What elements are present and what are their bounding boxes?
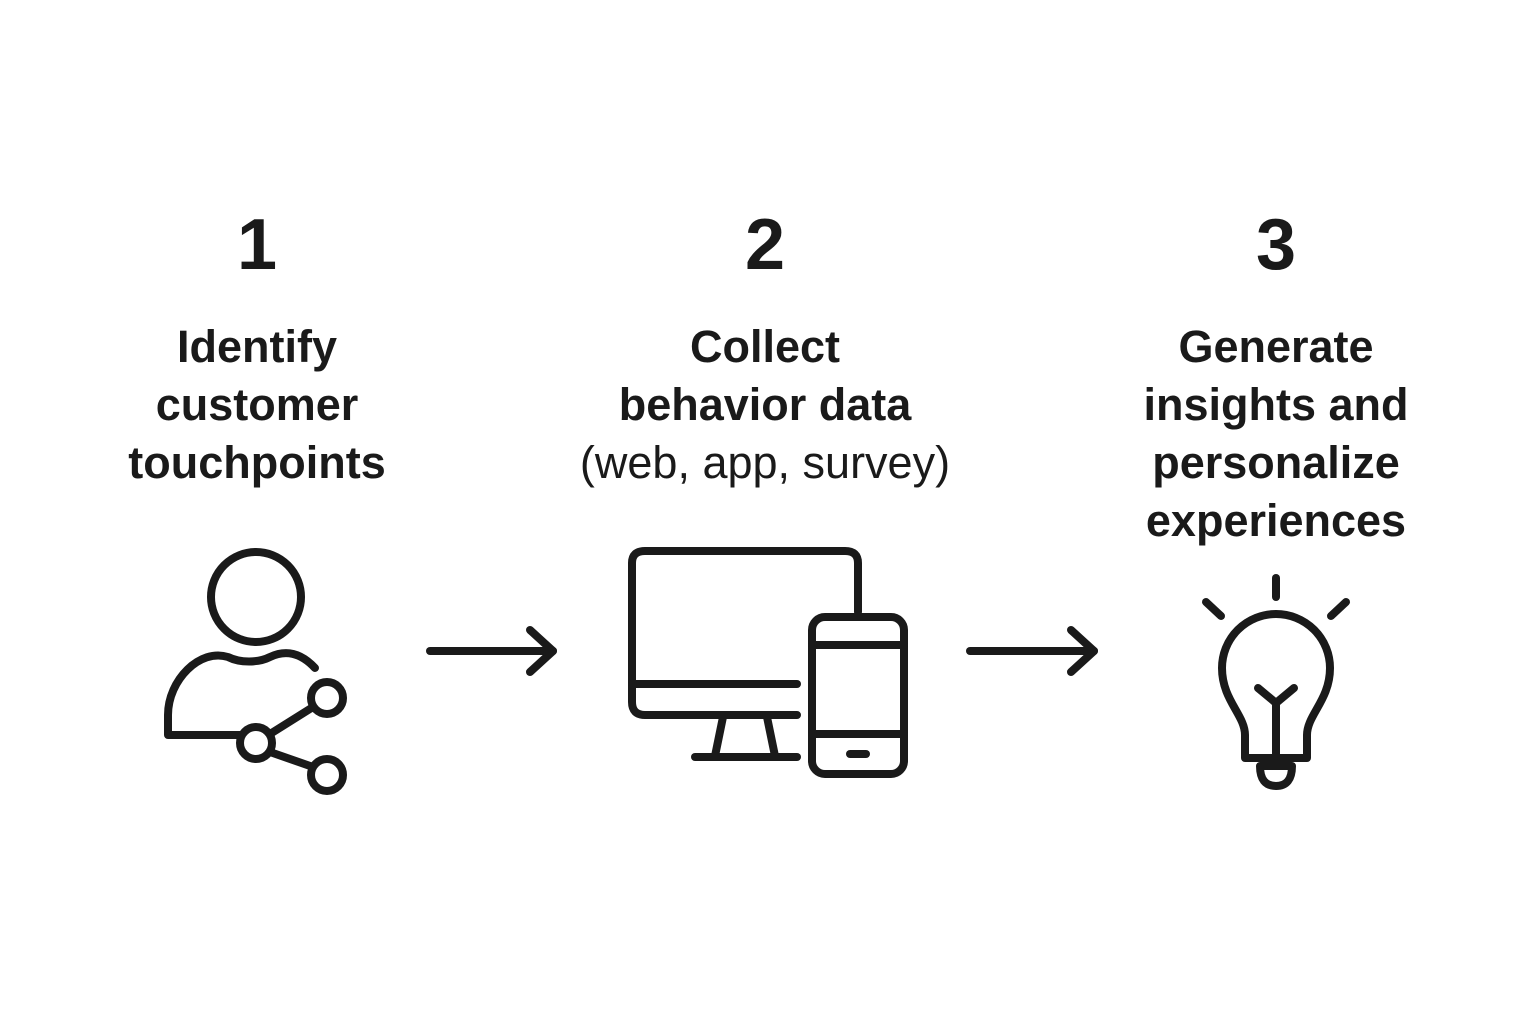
arrow-right-icon bbox=[426, 626, 557, 676]
step-1-number: 1 bbox=[236, 205, 278, 285]
title-line: Generate bbox=[1178, 321, 1374, 372]
step-2-subtitle: (web, app, survey) bbox=[579, 437, 951, 488]
title-line: insights and bbox=[1143, 379, 1409, 430]
step-3-title: Generate insights and personalize experi… bbox=[1066, 318, 1486, 550]
title-line: Identify bbox=[176, 321, 337, 372]
title-line: behavior data bbox=[618, 379, 912, 430]
lightbulb-icon bbox=[1202, 574, 1350, 790]
title-line: experiences bbox=[1145, 495, 1407, 546]
step-3-number: 3 bbox=[1255, 205, 1297, 285]
step-1-title: Identify customer touchpoints bbox=[47, 318, 467, 492]
title-line: customer bbox=[155, 379, 359, 430]
arrow-right-icon bbox=[966, 626, 1098, 676]
step-2-title: Collect behavior data (web, app, survey) bbox=[555, 318, 975, 492]
title-line: Collect bbox=[689, 321, 841, 372]
title-line: personalize bbox=[1152, 437, 1400, 488]
step-2-number: 2 bbox=[744, 205, 786, 285]
user-share-icon bbox=[164, 548, 347, 795]
devices-icon bbox=[628, 547, 908, 778]
title-line: touchpoints bbox=[128, 437, 386, 488]
